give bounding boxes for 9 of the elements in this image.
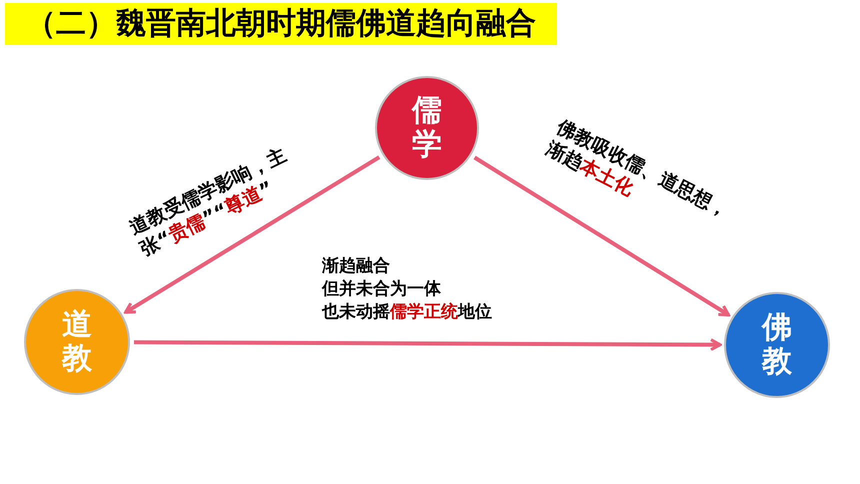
arrow: [124, 156, 380, 314]
note-text: 但并未合为一体: [322, 278, 442, 301]
edge-label: 佛教吸收儒、道思想，渐趋本土化: [542, 116, 734, 224]
note-text: 也未动摇儒学正统地位: [322, 300, 492, 324]
title-banner: （二）魏晋南北朝时期儒佛道趋向融合: [5, 3, 557, 45]
arrow: [134, 338, 722, 352]
arrow: [474, 156, 730, 317]
edge-label: 道教受儒学影响，主张“贵儒”“尊道”: [126, 143, 291, 262]
note-text: 渐趋融合: [322, 255, 391, 278]
